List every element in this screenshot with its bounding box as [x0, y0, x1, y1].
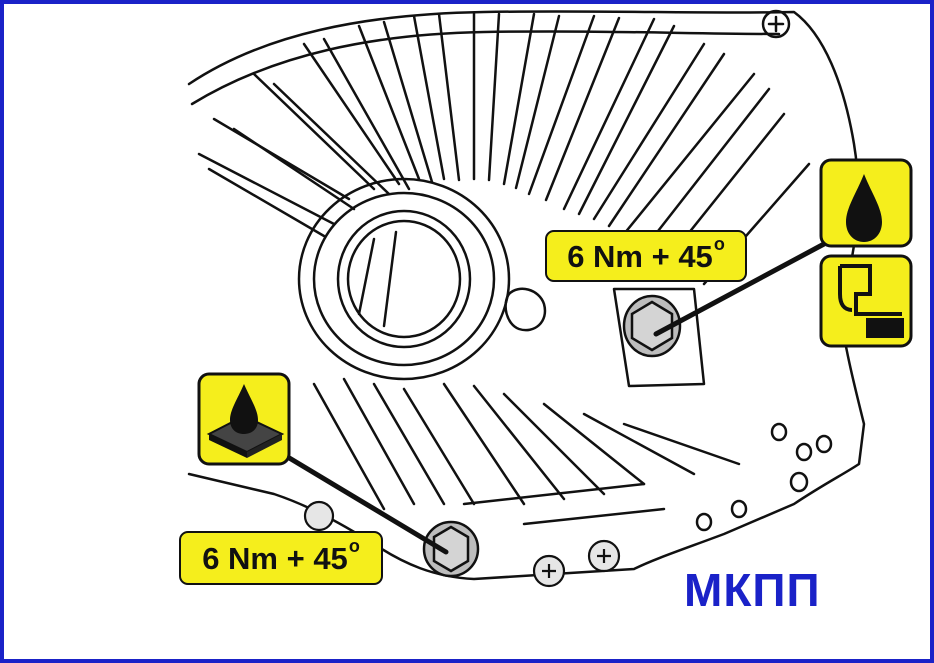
torque-value: 6 Nm + 45 [567, 238, 713, 274]
bearing-boss-outer [297, 177, 511, 381]
degree-mark: o [348, 536, 360, 556]
sealant-fitting-icon [819, 254, 913, 348]
housing-screws [303, 500, 621, 588]
torque-value: 6 Nm + 45 [202, 540, 348, 576]
oil-drop-on-plate-icon [197, 372, 291, 466]
lower-bolt [422, 520, 480, 578]
oil-drop-icon [819, 158, 913, 248]
gearbox-housing-drawing [187, 9, 913, 588]
gearbox-type-label: МКПП [684, 564, 821, 616]
upper-bolt [622, 294, 682, 358]
degree-mark: o [713, 234, 725, 254]
bearing-bore [336, 209, 472, 349]
